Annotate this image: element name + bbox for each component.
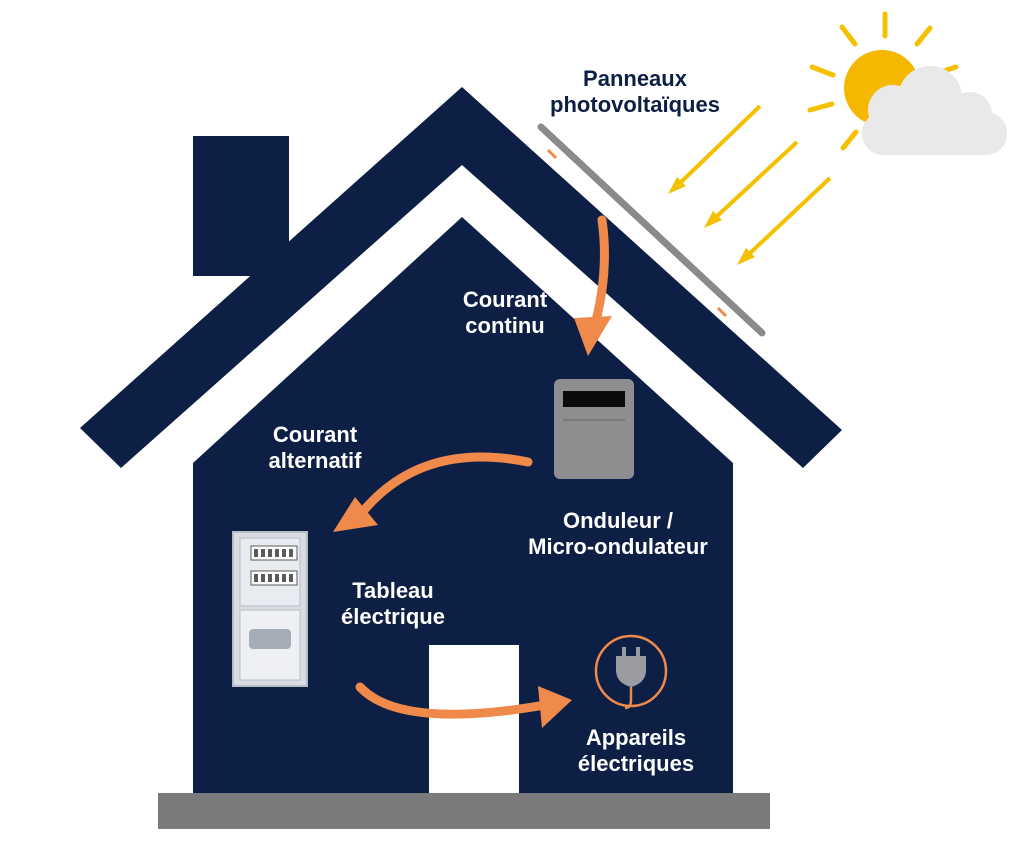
inverter-icon <box>554 379 634 479</box>
sunlight-arrows <box>668 104 832 265</box>
label-direct-current: Courant continu <box>420 287 590 339</box>
label-direct-current-line2: continu <box>465 313 545 338</box>
label-inverter: Onduleur / Micro-ondulateur <box>488 508 748 560</box>
plug-icon <box>594 634 668 710</box>
label-alternating-current: Courant alternatif <box>240 422 390 474</box>
electrical-panel-icon <box>232 531 308 687</box>
label-panels: Panneaux photovoltaïques <box>520 66 750 118</box>
arrow-panelboard-to-appliances <box>355 682 550 719</box>
label-alternating-current-line2: alternatif <box>268 448 362 473</box>
label-appliances-line2: électriques <box>577 751 695 776</box>
label-direct-current-line1: Courant <box>462 287 548 312</box>
chimney <box>193 136 289 276</box>
label-panels-line2: photovoltaïques <box>550 92 720 117</box>
house-body <box>193 217 733 793</box>
ground <box>158 793 770 829</box>
label-panel-board: Tableau électrique <box>318 578 468 630</box>
solar-panel <box>537 123 766 337</box>
cloud-icon <box>862 66 1007 155</box>
label-panel-board-line1: Tableau <box>352 578 434 603</box>
door <box>429 645 519 793</box>
arrow-inverter-to-panelboard <box>355 452 533 520</box>
label-inverter-line1: Onduleur / <box>563 508 673 533</box>
label-panel-board-line2: électrique <box>341 604 445 629</box>
roof <box>80 87 842 468</box>
label-alternating-current-line1: Courant <box>272 422 358 447</box>
label-inverter-line2: Micro-ondulateur <box>528 534 708 559</box>
label-panels-line1: Panneaux <box>583 66 687 91</box>
label-appliances: Appareils électriques <box>546 725 726 777</box>
label-appliances-line1: Appareils <box>585 725 687 750</box>
flow-arrowheads <box>333 316 612 728</box>
